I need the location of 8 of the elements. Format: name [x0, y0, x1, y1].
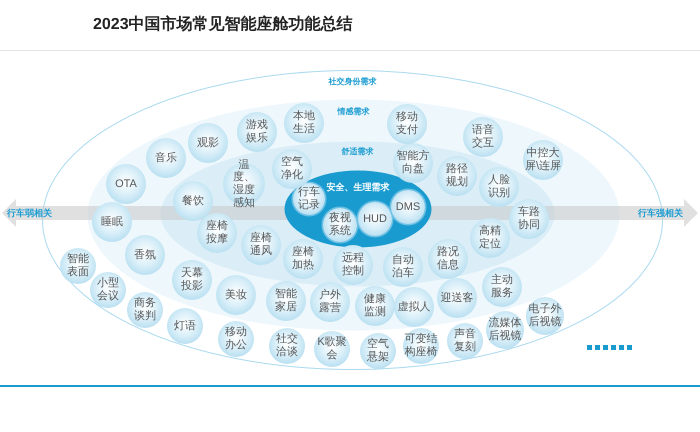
- zone-heading: 社交身份需求: [328, 76, 376, 87]
- title: 2023中国市场常见智能座舱功能总结: [93, 14, 353, 35]
- zone-heading: 安全、生理需求: [326, 181, 390, 194]
- zone-heading: 舒适需求: [342, 146, 374, 157]
- axis-label: 行车弱相关: [7, 207, 52, 220]
- axis-label: 行车强相关: [638, 207, 683, 220]
- feature-circle: DMS: [391, 190, 425, 224]
- zone-heading: 情感需求: [338, 106, 370, 117]
